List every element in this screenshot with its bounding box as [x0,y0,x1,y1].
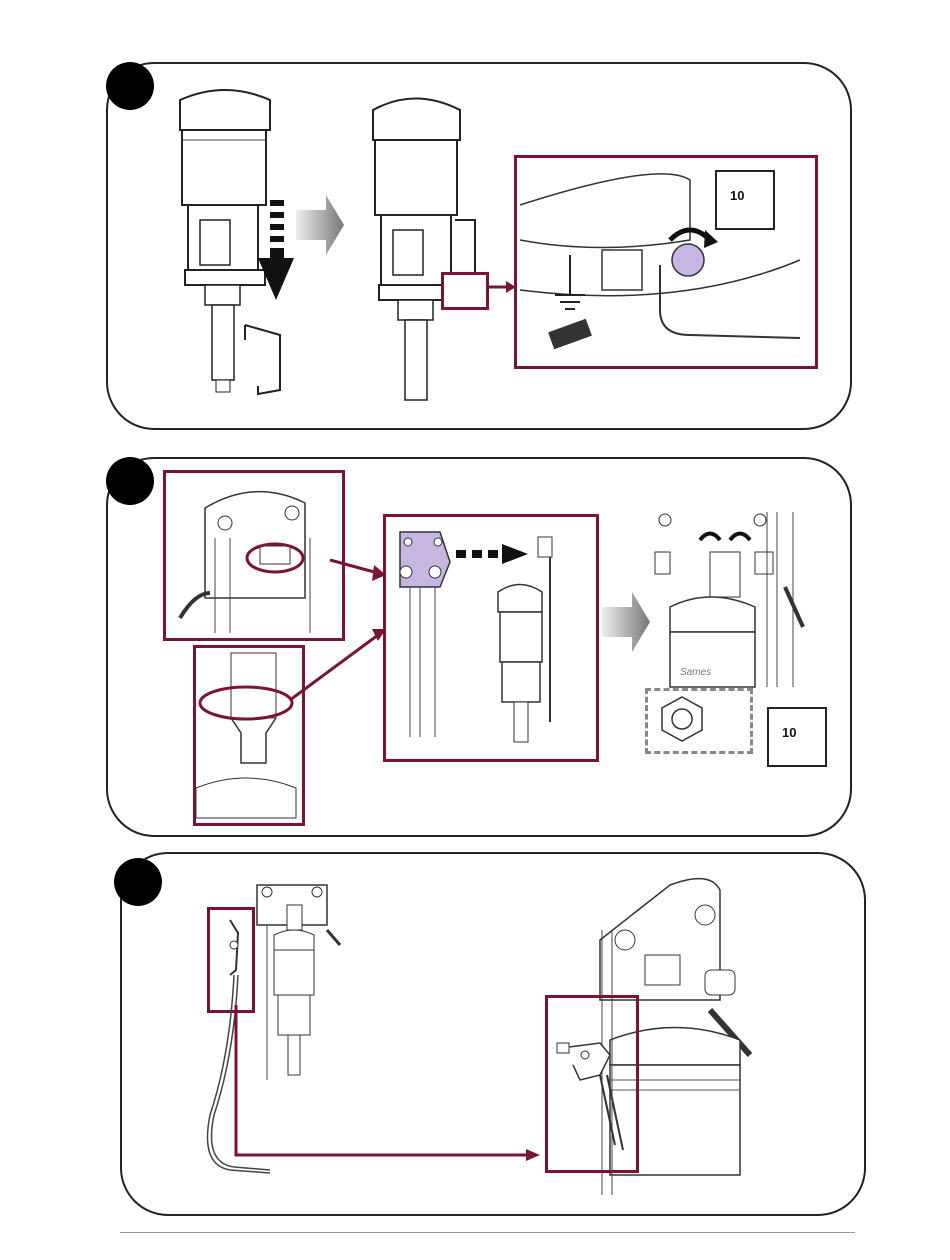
next-step-arrow-icon [296,195,346,255]
footer-divider [120,1232,855,1233]
step-3-dot [114,858,162,906]
wrench-size-label: 10 [730,188,744,203]
wrench-size-icon-2: 10 [767,707,827,767]
callout-arrow-icon [486,280,516,294]
mounted-gun-illustration [555,1025,645,1165]
arrow-down-icon [256,200,296,310]
detail-callout-box [441,272,489,310]
bracket-detail-illustration [196,648,296,818]
pump-after-illustration [365,95,495,415]
wrench-size-label-2: 10 [782,725,796,740]
bracket-part-illustration [240,320,290,400]
next-step-arrow-icon-2 [602,592,652,652]
step-1-dot [106,62,154,110]
mounted-pump-illustration [655,512,815,692]
hex-nut-icon [660,695,705,743]
step-2-dot [106,457,154,505]
connector-arrows-icon [290,555,390,710]
assembly-illustration [390,522,590,752]
connection-arrow-icon [228,1005,548,1165]
brand-logo-text: Sames [680,667,711,678]
wrench-size-icon: 10 [715,170,775,230]
